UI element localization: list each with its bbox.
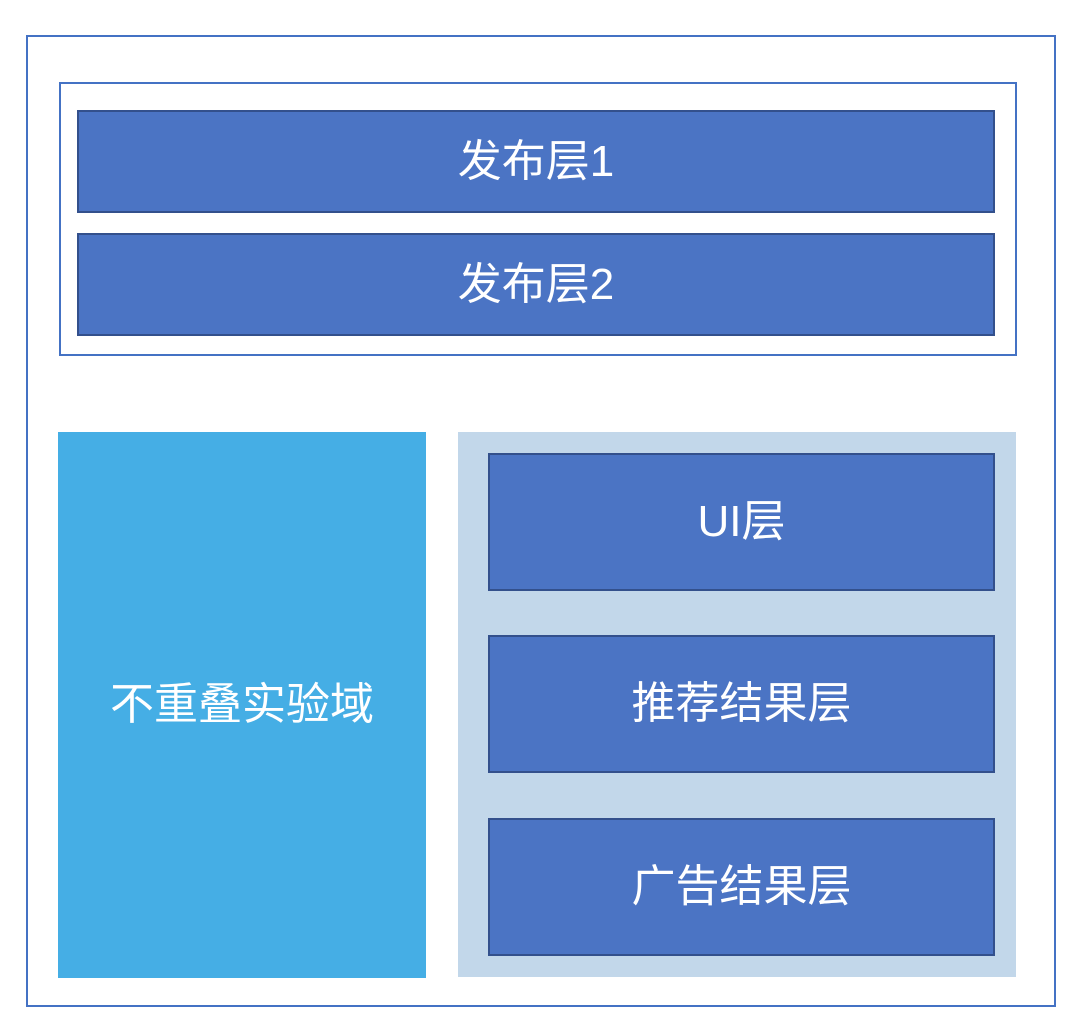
experiment-layers-panel: UI层 推荐结果层 广告结果层 (458, 432, 1016, 977)
ad-result-layer-label: 广告结果层 (631, 862, 852, 911)
release-layer-1-box: 发布层1 (77, 110, 995, 213)
ui-layer-box: UI层 (488, 453, 995, 591)
release-layer-1-label: 发布层1 (457, 136, 615, 186)
release-layer-2-label: 发布层2 (457, 259, 615, 309)
ad-result-layer-box: 广告结果层 (488, 818, 995, 956)
recommendation-result-layer-label: 推荐结果层 (631, 679, 852, 728)
release-layers-container: 发布层1 发布层2 (59, 82, 1017, 356)
non-overlapping-experiment-domain-box: 不重叠实验域 (58, 432, 426, 978)
recommendation-result-layer-box: 推荐结果层 (488, 635, 995, 773)
experiment-framework-frame: 发布层1 发布层2 不重叠实验域 UI层 推荐结果层 广告结果层 (26, 35, 1056, 1007)
non-overlapping-experiment-domain-label: 不重叠实验域 (110, 680, 374, 729)
ui-layer-label: UI层 (697, 497, 786, 546)
release-layer-2-box: 发布层2 (77, 233, 995, 336)
